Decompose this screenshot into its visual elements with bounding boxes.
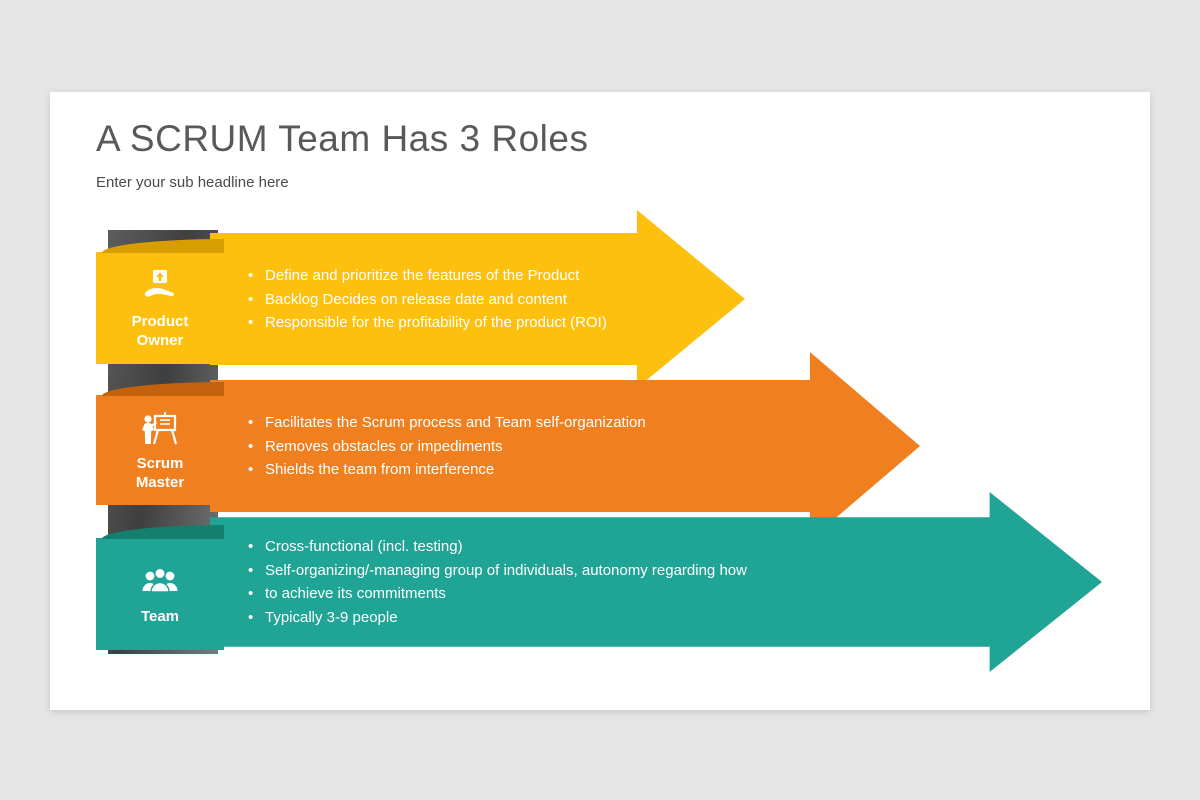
product-owner-bullets: Define and prioritize the features of th… (246, 233, 649, 365)
tab-product-owner: Product Owner (96, 239, 224, 364)
slide-subtitle: Enter your sub headline here (96, 174, 289, 191)
arrow-team: Cross-functional (incl. testing) Self-or… (210, 492, 1102, 672)
bullet-item: Facilitates the Scrum process and Team s… (246, 413, 646, 432)
bullet-item: Typically 3-9 people (246, 608, 747, 627)
bullet-item: Define and prioritize the features of th… (246, 266, 607, 285)
role-label: Product Owner (131, 312, 189, 349)
presenter-flipchart-icon (139, 409, 181, 447)
bullet-item: Backlog Decides on release date and cont… (246, 290, 607, 309)
slide: A SCRUM Team Has 3 Roles Enter your sub … (50, 92, 1150, 710)
scrum-master-bullets: Facilitates the Scrum process and Team s… (246, 380, 792, 512)
bullet-item: Responsible for the profitability of the… (246, 313, 607, 332)
hand-holding-box-icon (139, 267, 181, 305)
slide-title: A SCRUM Team Has 3 Roles (96, 118, 589, 159)
bullet-item: to achieve its commitments (246, 584, 747, 603)
role-label: Scrum Master (135, 454, 185, 491)
team-bullets: Cross-functional (incl. testing) Self-or… (246, 517, 941, 647)
bullet-item: Self-organizing/-managing group of indiv… (246, 561, 747, 580)
bullet-item: Removes obstacles or impediments (246, 437, 646, 456)
role-label: Team (140, 608, 180, 625)
tab-scrum-master: Scrum Master (96, 382, 224, 505)
people-group-icon (139, 562, 181, 600)
bullet-item: Shields the team from interference (246, 460, 646, 479)
arrow-scrum-master: Facilitates the Scrum process and Team s… (210, 352, 920, 540)
bullet-item: Cross-functional (incl. testing) (246, 537, 747, 556)
arrow-product-owner: Define and prioritize the features of th… (210, 210, 745, 388)
tab-team: Team (96, 525, 224, 650)
